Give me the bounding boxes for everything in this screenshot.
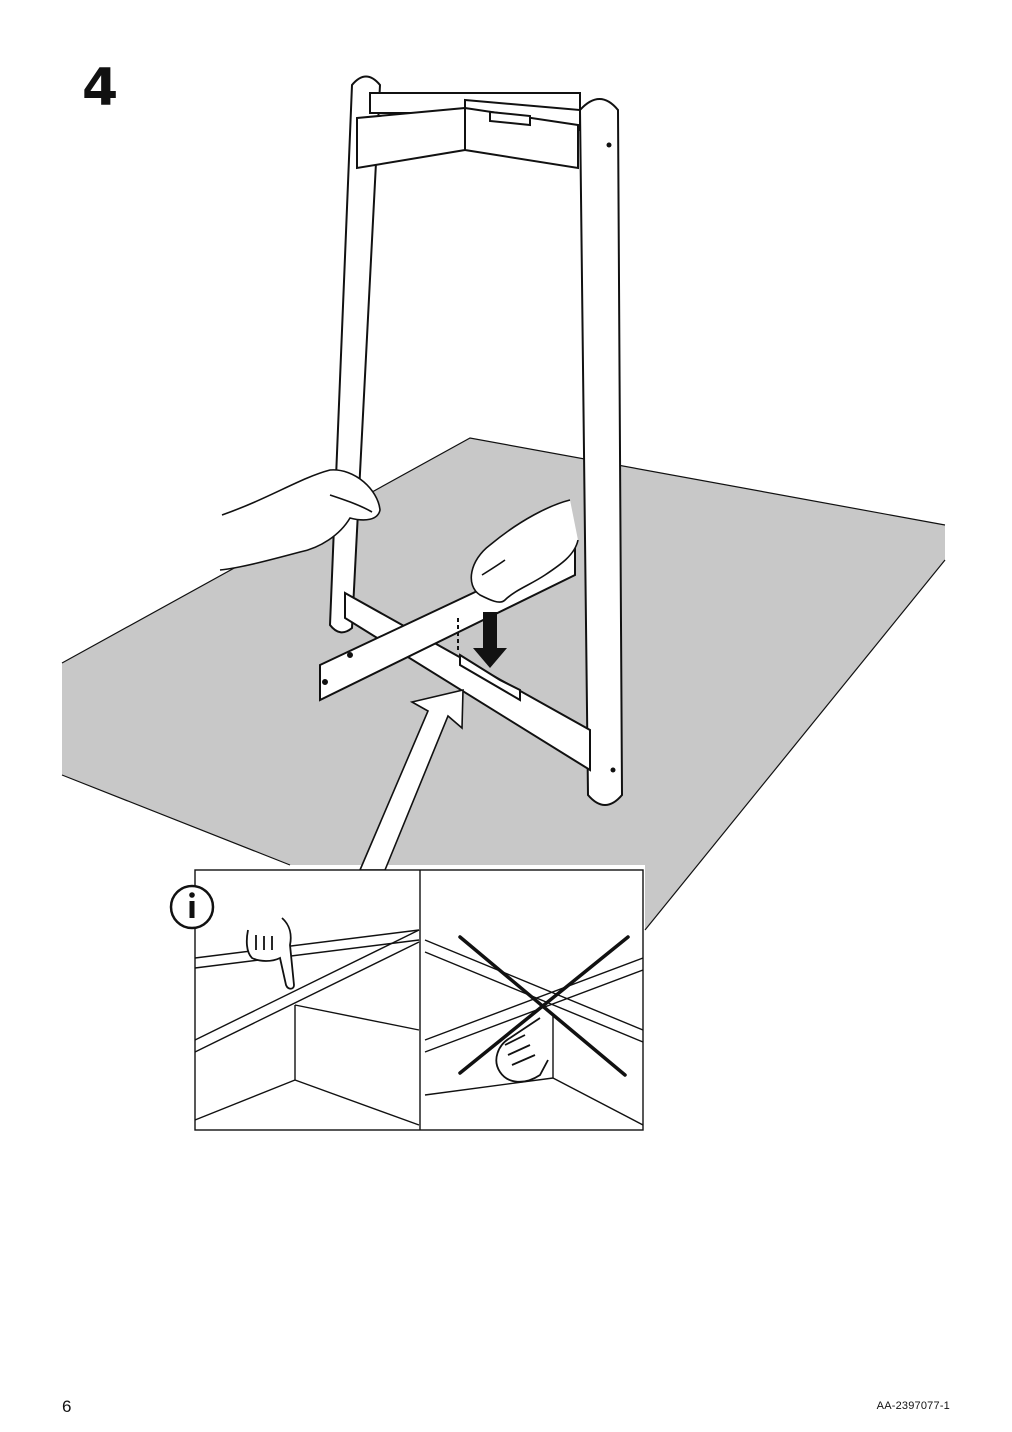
detail-panels bbox=[194, 869, 644, 1131]
front-right-leg bbox=[578, 98, 624, 806]
arrow-down bbox=[473, 612, 507, 668]
detail-correct bbox=[194, 929, 420, 1126]
hand-right bbox=[470, 499, 579, 603]
page-number: 6 bbox=[62, 1397, 72, 1416]
hand-left bbox=[219, 469, 381, 571]
document-code: AA-2397077-1 bbox=[876, 1400, 950, 1412]
top-frame bbox=[356, 92, 581, 170]
callout-arrow bbox=[358, 688, 464, 871]
info-icon bbox=[169, 884, 215, 930]
cross-mark bbox=[458, 935, 630, 1077]
finger-press-crossed-icon bbox=[495, 1017, 549, 1083]
finger-press-icon bbox=[245, 917, 295, 990]
step-number: 4 bbox=[82, 58, 119, 118]
